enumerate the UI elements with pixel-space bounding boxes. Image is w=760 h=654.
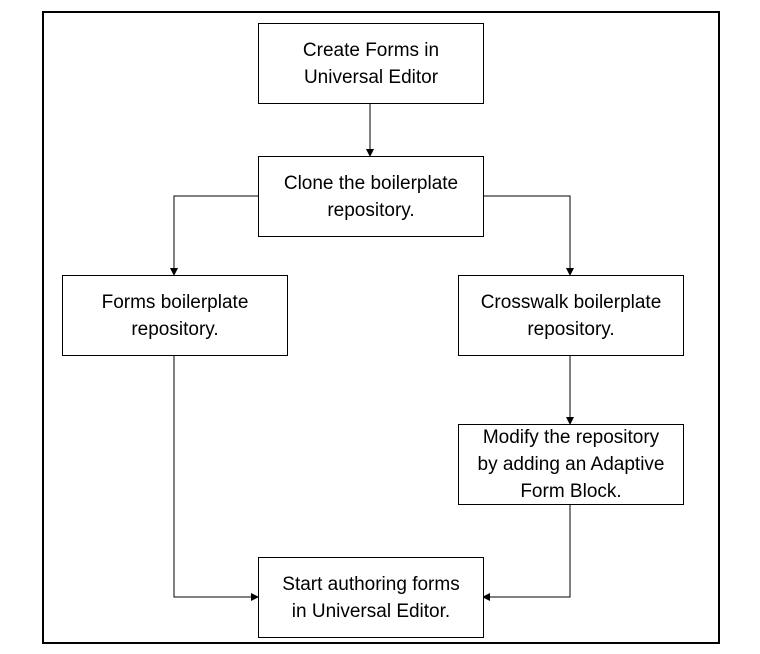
node-line: repository. bbox=[131, 318, 219, 340]
node-line: Universal Editor bbox=[303, 66, 439, 88]
edge-clone-to-forms bbox=[170, 195, 258, 276]
diagram-frame bbox=[42, 11, 720, 644]
node-start-authoring: Start authoring forms in Universal Edito… bbox=[258, 557, 484, 638]
node-line: Modify the repository bbox=[482, 427, 660, 448]
node-line: Forms boilerplate bbox=[101, 291, 249, 313]
edge-forms-to-start bbox=[173, 355, 259, 601]
node-line: Create Forms in bbox=[302, 39, 440, 61]
node-line: Clone the boilerplate bbox=[283, 172, 459, 194]
node-line: repository. bbox=[327, 199, 415, 221]
node-crosswalk-boilerplate: Crosswalk boilerplate repository. bbox=[458, 275, 684, 356]
node-forms-boilerplate: Forms boilerplate repository. bbox=[62, 275, 288, 356]
node-create-forms: Create Forms in Universal Editor bbox=[258, 23, 484, 104]
node-line: Crosswalk boilerplate bbox=[480, 291, 662, 313]
node-clone-repo: Clone the boilerplate repository. bbox=[258, 156, 484, 237]
node-line: by adding an Adaptive bbox=[477, 454, 665, 475]
node-line: repository. bbox=[527, 318, 615, 340]
node-line: Form Block. bbox=[520, 481, 622, 502]
edge-clone-to-crosswalk bbox=[483, 195, 574, 276]
edge-modify-to-start bbox=[482, 504, 571, 601]
node-line: in Universal Editor. bbox=[291, 600, 451, 622]
node-line: Start authoring forms bbox=[282, 573, 460, 595]
node-modify-repo: Modify the repository by adding an Adapt… bbox=[458, 424, 684, 505]
